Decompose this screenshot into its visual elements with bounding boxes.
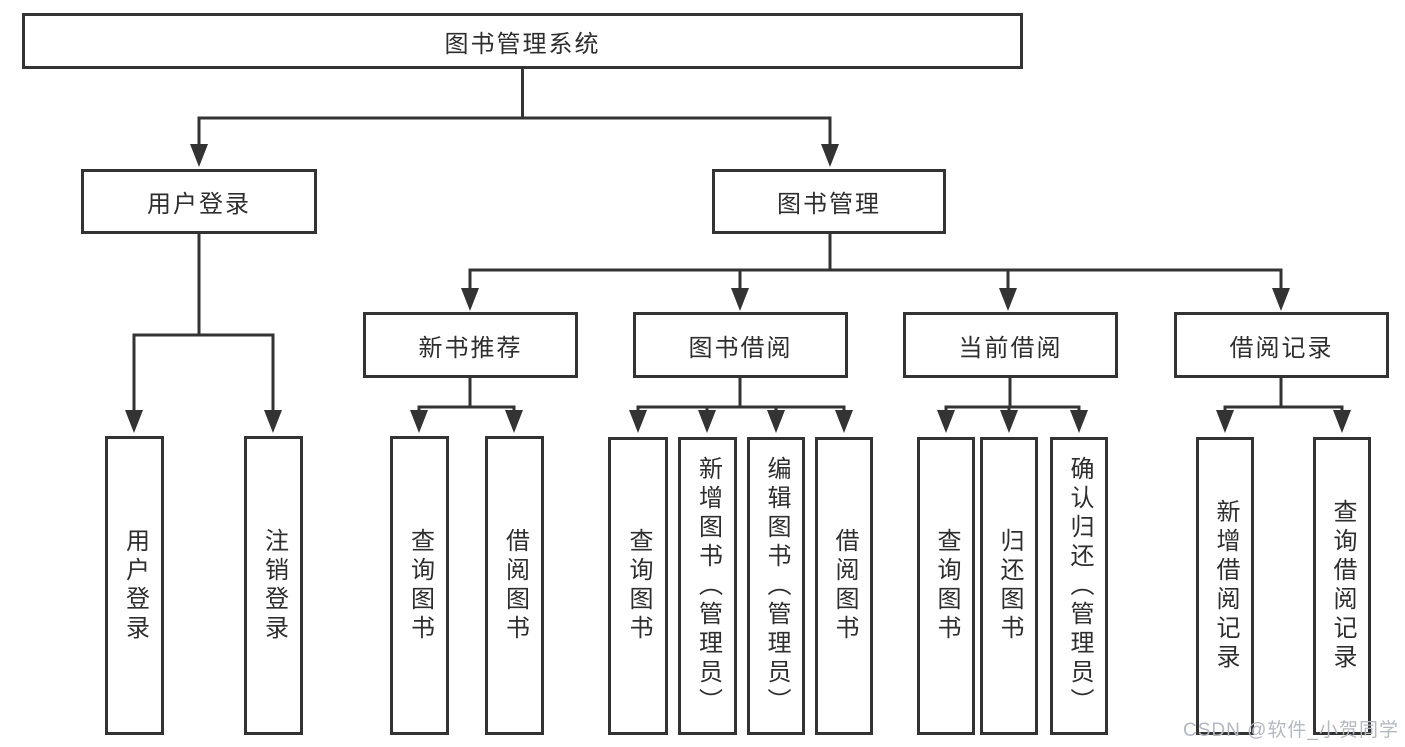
leaf-user-login: 用户登录 — [105, 436, 164, 735]
leaf-label: 新增图书（管理员） — [694, 455, 722, 717]
leaf-return-book: 归还图书 — [980, 437, 1038, 735]
leaf-query-books-borrow: 查询图书 — [608, 437, 668, 735]
node-current-borrow: 当前借阅 — [903, 312, 1118, 378]
leaf-label: 新增借阅记录 — [1212, 499, 1239, 673]
leaf-label: 借阅图书 — [501, 527, 529, 644]
leaf-query-books-recommend: 查询图书 — [390, 436, 449, 735]
leaf-label: 归还图书 — [996, 528, 1023, 644]
leaf-query-borrow-record: 查询借阅记录 — [1313, 437, 1371, 735]
leaf-add-borrow-record: 新增借阅记录 — [1196, 437, 1254, 735]
leaf-borrow-books-recommend: 借阅图书 — [485, 436, 544, 735]
leaf-label: 查询图书 — [406, 527, 434, 644]
leaf-label: 注销登录 — [260, 527, 288, 644]
node-user-login: 用户登录 — [81, 169, 317, 234]
leaf-edit-book-admin: 编辑图书（管理员） — [747, 437, 805, 735]
leaf-label: 借阅图书 — [831, 528, 858, 644]
leaf-confirm-return-admin: 确认归还（管理员） — [1050, 437, 1108, 735]
leaf-add-book-admin: 新增图书（管理员） — [678, 437, 737, 735]
leaf-label: 编辑图书（管理员） — [763, 455, 790, 717]
leaf-label: 查询图书 — [625, 528, 652, 644]
node-new-book-recommend: 新书推荐 — [363, 312, 578, 378]
node-root-library-system: 图书管理系统 — [22, 13, 1023, 69]
leaf-label: 查询借阅记录 — [1329, 499, 1356, 673]
leaf-label: 用户登录 — [121, 527, 149, 644]
node-book-borrow: 图书借阅 — [633, 312, 848, 378]
node-borrow-records: 借阅记录 — [1174, 312, 1389, 378]
leaf-borrow-books: 借阅图书 — [815, 437, 873, 735]
leaf-label: 查询图书 — [933, 528, 960, 644]
leaf-label: 确认归还（管理员） — [1066, 455, 1093, 717]
node-book-management: 图书管理 — [712, 169, 946, 234]
csdn-watermark: CSDN @软件_小贺同学 — [1183, 720, 1399, 741]
leaf-logout: 注销登录 — [244, 436, 303, 735]
leaf-query-books-current: 查询图书 — [917, 437, 975, 735]
